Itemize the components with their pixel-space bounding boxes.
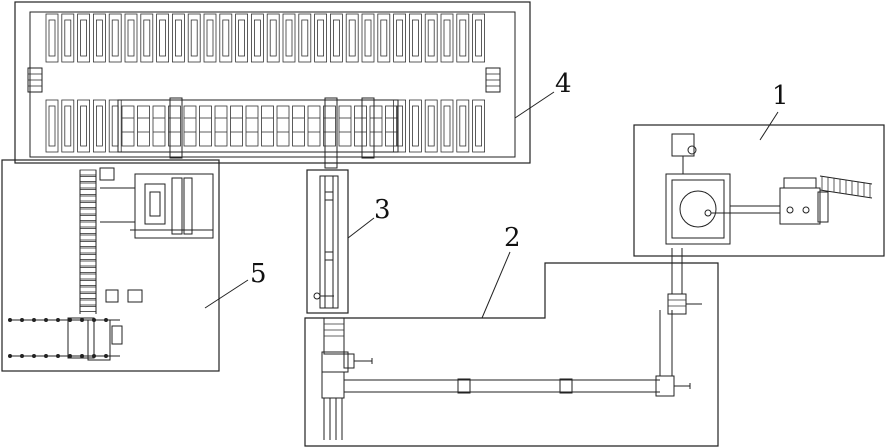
material-roll xyxy=(680,191,716,227)
rack-bay xyxy=(141,14,153,62)
region-1-feed-station xyxy=(634,125,884,256)
rack-bay xyxy=(204,14,216,62)
rack-bay xyxy=(394,100,406,152)
region-3-lift-conveyor xyxy=(307,170,348,313)
label-1: 1 xyxy=(772,81,789,111)
roll-frame xyxy=(666,174,730,244)
rack-bay xyxy=(62,14,74,62)
rack-bay xyxy=(157,14,169,62)
rack-bay xyxy=(109,14,121,62)
rack-bay xyxy=(425,14,437,62)
rack-bay xyxy=(78,14,90,62)
rack-bay xyxy=(409,14,421,62)
leader-line-1 xyxy=(760,112,778,140)
leader-line-4 xyxy=(515,92,554,118)
rack-bay xyxy=(188,14,200,62)
rack-bay xyxy=(362,14,374,62)
rack-bay xyxy=(473,14,485,62)
rack-bay xyxy=(93,100,105,152)
rack-bay xyxy=(378,14,390,62)
rack-bay xyxy=(473,100,485,152)
rack-bay xyxy=(172,14,184,62)
rack-bay xyxy=(251,14,263,62)
rack-bay xyxy=(299,14,311,62)
region-5-assembly-area xyxy=(2,160,219,371)
region-3-boundary xyxy=(307,170,348,313)
rack-bay xyxy=(236,14,248,62)
rack-bay xyxy=(78,100,90,152)
rack-bay xyxy=(330,14,342,62)
rack-bay xyxy=(62,100,74,152)
leader-line-5 xyxy=(205,280,248,308)
rack-bay xyxy=(267,14,279,62)
rack-bay xyxy=(425,100,437,152)
rack-bay xyxy=(409,100,421,152)
rack-bay xyxy=(315,14,327,62)
rack-bay xyxy=(441,14,453,62)
leader-line-2 xyxy=(482,252,510,318)
rack-bay xyxy=(93,14,105,62)
rack-bay xyxy=(441,100,453,152)
label-2: 2 xyxy=(504,223,521,253)
label-4: 4 xyxy=(555,69,572,99)
rack-bay xyxy=(283,14,295,62)
rack-bay xyxy=(46,100,58,152)
region-2-transfer-conveyor xyxy=(305,248,718,446)
rack-bay xyxy=(220,14,232,62)
rack-bay xyxy=(346,14,358,62)
rack-bay xyxy=(457,14,469,62)
horizontal-feeder-lines xyxy=(8,318,120,358)
label-5: 5 xyxy=(250,259,267,289)
rack-bay xyxy=(109,100,121,152)
rack-bay xyxy=(46,14,58,62)
rack-bay xyxy=(394,14,406,62)
upper-rack-row xyxy=(46,14,485,62)
rack-bay xyxy=(457,100,469,152)
lower-rack-row xyxy=(46,100,485,152)
rack-bay xyxy=(125,14,137,62)
label-3: 3 xyxy=(374,195,391,225)
region-2-boundary xyxy=(305,263,718,446)
leader-line-3 xyxy=(348,218,374,238)
shuttle-aisle-grid xyxy=(122,106,398,146)
region-4-storage-racks xyxy=(15,2,530,168)
vertical-chain-conveyor xyxy=(80,170,96,314)
